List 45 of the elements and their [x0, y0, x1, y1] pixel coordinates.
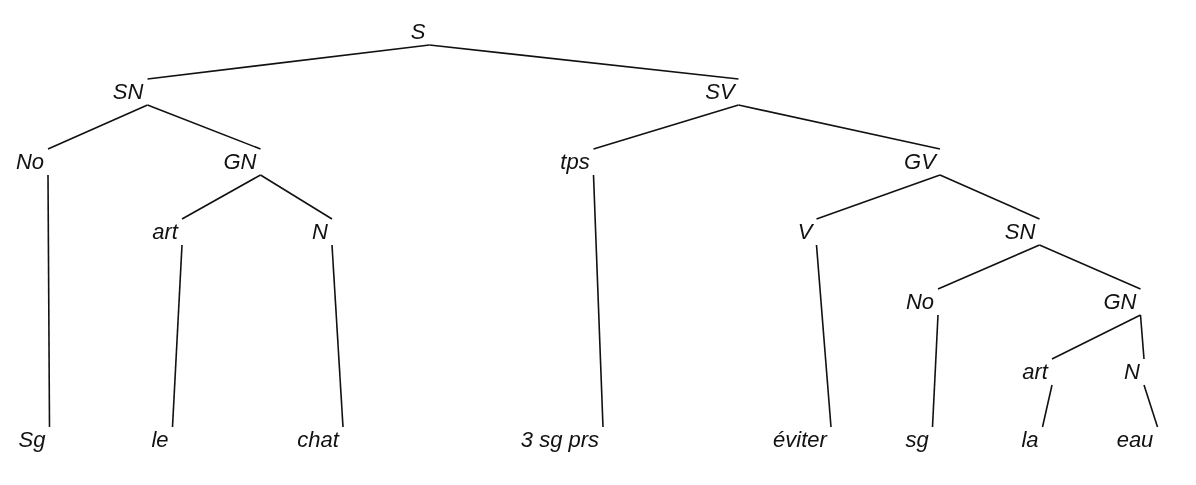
- tree-node-label: GN: [1099, 289, 1141, 315]
- tree-branch-line: [146, 44, 431, 80]
- tree-node-label: le: [147, 427, 173, 453]
- tree-branch-line: [737, 104, 941, 150]
- tree-node-label: sg: [901, 427, 933, 453]
- tree-branch-line: [1041, 384, 1053, 428]
- tree-node-label: GN: [219, 149, 261, 175]
- tree-node-label: N: [1120, 359, 1144, 385]
- tree-node-label: tps: [556, 149, 594, 175]
- tree-node-label: GV: [900, 149, 940, 175]
- tree-node-label: SV: [701, 79, 739, 105]
- tree-branch-line: [1143, 384, 1159, 428]
- tree-branch-line: [931, 314, 939, 428]
- tree-branch-line: [937, 244, 1041, 290]
- tree-node-label: No: [901, 289, 939, 315]
- tree-node-label: Sg: [14, 427, 50, 453]
- tree-branch-line: [47, 174, 51, 428]
- tree-node-label: 3 sg prs: [516, 427, 604, 453]
- tree-node-label: la: [1017, 427, 1043, 453]
- tree-branch-line: [171, 244, 183, 428]
- tree-branch-line: [1038, 244, 1142, 290]
- tree-node-label: chat: [293, 427, 343, 453]
- tree-branch-line: [815, 174, 941, 220]
- tree-branch-line: [1051, 314, 1142, 360]
- tree-node-label: éviter: [769, 427, 831, 453]
- tree-node-label: S: [406, 19, 430, 45]
- tree-node-label: SN: [108, 79, 148, 105]
- tree-branch-line: [815, 244, 832, 428]
- tree-node-label: art: [1018, 359, 1052, 385]
- tree-branch-line: [939, 174, 1041, 220]
- tree-node-label: No: [11, 149, 49, 175]
- tree-node-label: N: [308, 219, 332, 245]
- tree-branch-line: [1139, 314, 1145, 360]
- tree-branch-line: [181, 174, 262, 220]
- tree-branch-line: [259, 174, 333, 220]
- tree-node-label: eau: [1112, 427, 1158, 453]
- tree-node-label: V: [793, 219, 817, 245]
- tree-branch-line: [428, 44, 740, 80]
- tree-branch-line: [146, 104, 262, 150]
- tree-branch-line: [592, 174, 604, 428]
- tree-branch-line: [592, 104, 740, 150]
- tree-node-label: SN: [1000, 219, 1040, 245]
- tree-node-label: art: [148, 219, 182, 245]
- tree-branch-line: [47, 104, 149, 150]
- tree-branch-line: [331, 244, 344, 428]
